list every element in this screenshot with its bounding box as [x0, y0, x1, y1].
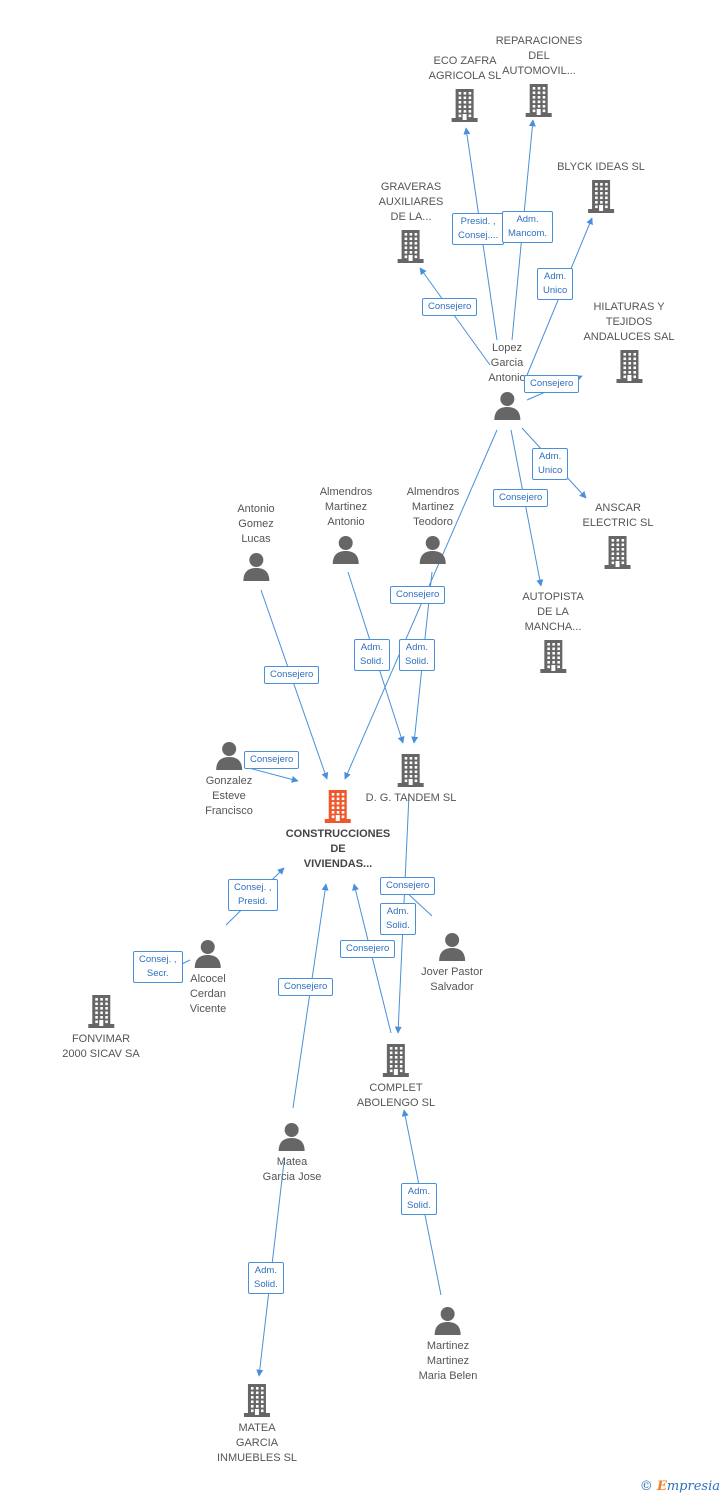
node-label: Alcocel Cerdan Vicente: [189, 973, 227, 1015]
person-icon: [320, 534, 373, 564]
node-martinez-belen[interactable]: Martinez Martinez Maria Belen: [418, 1305, 478, 1384]
copyright-brand: © Empresia: [640, 1479, 720, 1494]
relation-label[interactable]: Adm. Solid.: [354, 639, 390, 671]
node-label: COMPLET ABOLENGO SL: [356, 1082, 436, 1109]
person-icon: [419, 1305, 478, 1335]
relation-label[interactable]: Consejero: [524, 375, 580, 393]
node-label: GRAVERAS AUXILIARES DE LA...: [378, 181, 444, 223]
relation-label[interactable]: Adm. Solid.: [401, 1183, 437, 1215]
node-complet[interactable]: COMPLET ABOLENGO SL: [357, 1043, 435, 1111]
relation-label[interactable]: Consej. , Secr.: [133, 951, 183, 983]
node-anscar[interactable]: ANSCAR ELECTRIC SL: [582, 501, 654, 569]
node-fonvimar[interactable]: FONVIMAR 2000 SICAV SA: [62, 994, 140, 1062]
node-hilaturas[interactable]: HILATURAS Y TEJIDOS ANDALUCES SAL: [583, 300, 675, 383]
node-label: Lopez Garcia Antonio: [488, 342, 526, 384]
node-label: MATEA GARCIA INMUEBLES SL: [216, 1422, 298, 1464]
relation-label[interactable]: Adm. Unico: [537, 268, 574, 300]
building-icon: [379, 229, 444, 263]
brand-initial: E: [656, 1479, 667, 1494]
building-icon: [429, 88, 502, 122]
edge-complet-to-construcciones: [352, 883, 392, 1034]
node-label: Antonio Gomez Lucas: [237, 503, 275, 545]
relation-label[interactable]: Consejero: [390, 586, 446, 604]
node-alcocel[interactable]: Alcocel Cerdan Vicente: [189, 938, 227, 1017]
node-construcciones[interactable]: CONSTRUCCIONES DE VIVIENDAS...: [285, 789, 391, 872]
node-label: BLYCK IDEAS SL: [557, 161, 645, 173]
node-almendros-antonio[interactable]: Almendros Martinez Antonio: [319, 485, 373, 564]
relation-label[interactable]: Consejero: [380, 877, 436, 895]
node-jover[interactable]: Jover Pastor Salvador: [421, 931, 483, 995]
building-icon: [357, 1043, 435, 1077]
node-graveras[interactable]: GRAVERAS AUXILIARES DE LA...: [378, 180, 444, 263]
node-label: Almendros Martinez Antonio: [319, 486, 373, 528]
edge-lopez-to-graveras: [419, 267, 491, 366]
node-antonio-gomez[interactable]: Antonio Gomez Lucas: [237, 502, 275, 581]
node-label: Matea Garcia Jose: [262, 1156, 322, 1183]
edge-lopez-to-autopista: [510, 429, 544, 587]
copyright-symbol: ©: [639, 1479, 653, 1494]
node-label: D. G. TANDEM SL: [365, 792, 457, 804]
node-matea-jose[interactable]: Matea Garcia Jose: [262, 1121, 322, 1185]
node-label: Martinez Martinez Maria Belen: [418, 1340, 478, 1382]
person-icon: [488, 390, 525, 420]
building-icon: [522, 639, 583, 673]
building-icon: [583, 349, 674, 383]
edge-gonzalez-to-construcciones: [244, 766, 299, 783]
brand-rest: mpresia: [666, 1479, 720, 1494]
relation-label[interactable]: Adm. Solid.: [380, 903, 416, 935]
edge-lopez-to-construcciones: [344, 429, 498, 780]
relation-label[interactable]: Presid. , Consej....: [452, 213, 505, 245]
person-icon: [190, 938, 227, 968]
relation-label[interactable]: Adm. Solid.: [399, 639, 435, 671]
node-gonzalez[interactable]: Gonzalez Esteve Francisco: [205, 740, 253, 819]
node-eco-zafra[interactable]: ECO ZAFRA AGRICOLA SL: [428, 54, 502, 122]
node-blyck[interactable]: BLYCK IDEAS SL: [557, 160, 645, 213]
node-matea-inmuebles[interactable]: MATEA GARCIA INMUEBLES SL: [217, 1383, 297, 1466]
node-label: FONVIMAR 2000 SICAV SA: [62, 1033, 140, 1060]
relation-label[interactable]: Adm. Mancom.: [502, 211, 554, 243]
node-label: ECO ZAFRA AGRICOLA SL: [428, 55, 502, 82]
relation-label[interactable]: Consejero: [278, 978, 334, 996]
person-icon: [407, 534, 460, 564]
node-dg-tandem[interactable]: D. G. TANDEM SL: [365, 753, 457, 806]
building-icon: [496, 83, 583, 117]
node-almendros-teodoro[interactable]: Almendros Martinez Teodoro: [406, 485, 460, 564]
building-icon: [286, 789, 391, 823]
building-icon: [217, 1383, 297, 1417]
node-label: AUTOPISTA DE LA MANCHA...: [522, 591, 584, 633]
node-label: CONSTRUCCIONES DE VIVIENDAS...: [285, 828, 391, 870]
relation-label[interactable]: Consejero: [422, 298, 478, 316]
node-label: Gonzalez Esteve Francisco: [205, 775, 253, 817]
building-icon: [583, 535, 654, 569]
building-icon: [62, 994, 139, 1028]
node-lopez[interactable]: Lopez Garcia Antonio: [488, 341, 526, 420]
relation-label[interactable]: Consejero: [340, 940, 396, 958]
node-reparaciones[interactable]: REPARACIONES DEL AUTOMOVIL...: [495, 34, 583, 117]
relation-label[interactable]: Consejero: [244, 751, 300, 769]
building-icon: [557, 179, 645, 213]
node-label: HILATURAS Y TEJIDOS ANDALUCES SAL: [583, 301, 675, 343]
relation-label[interactable]: Consej. , Presid.: [228, 879, 278, 911]
person-icon: [237, 551, 274, 581]
node-autopista[interactable]: AUTOPISTA DE LA MANCHA...: [522, 590, 584, 673]
person-icon: [263, 1121, 322, 1151]
edge-matea_jose-to-construcciones: [292, 883, 329, 1109]
relation-label[interactable]: Adm. Solid.: [248, 1262, 284, 1294]
node-label: ANSCAR ELECTRIC SL: [582, 502, 654, 529]
building-icon: [366, 753, 457, 787]
node-label: Almendros Martinez Teodoro: [406, 486, 460, 528]
relation-label[interactable]: Consejero: [493, 489, 549, 507]
person-icon: [421, 931, 483, 961]
edge-antonio_gomez-to-construcciones: [260, 589, 329, 780]
person-icon: [205, 740, 253, 770]
node-label: Jover Pastor Salvador: [421, 966, 483, 993]
node-label: REPARACIONES DEL AUTOMOVIL...: [495, 35, 583, 77]
relation-label[interactable]: Adm. Unico: [532, 448, 569, 480]
relation-label[interactable]: Consejero: [264, 666, 320, 684]
